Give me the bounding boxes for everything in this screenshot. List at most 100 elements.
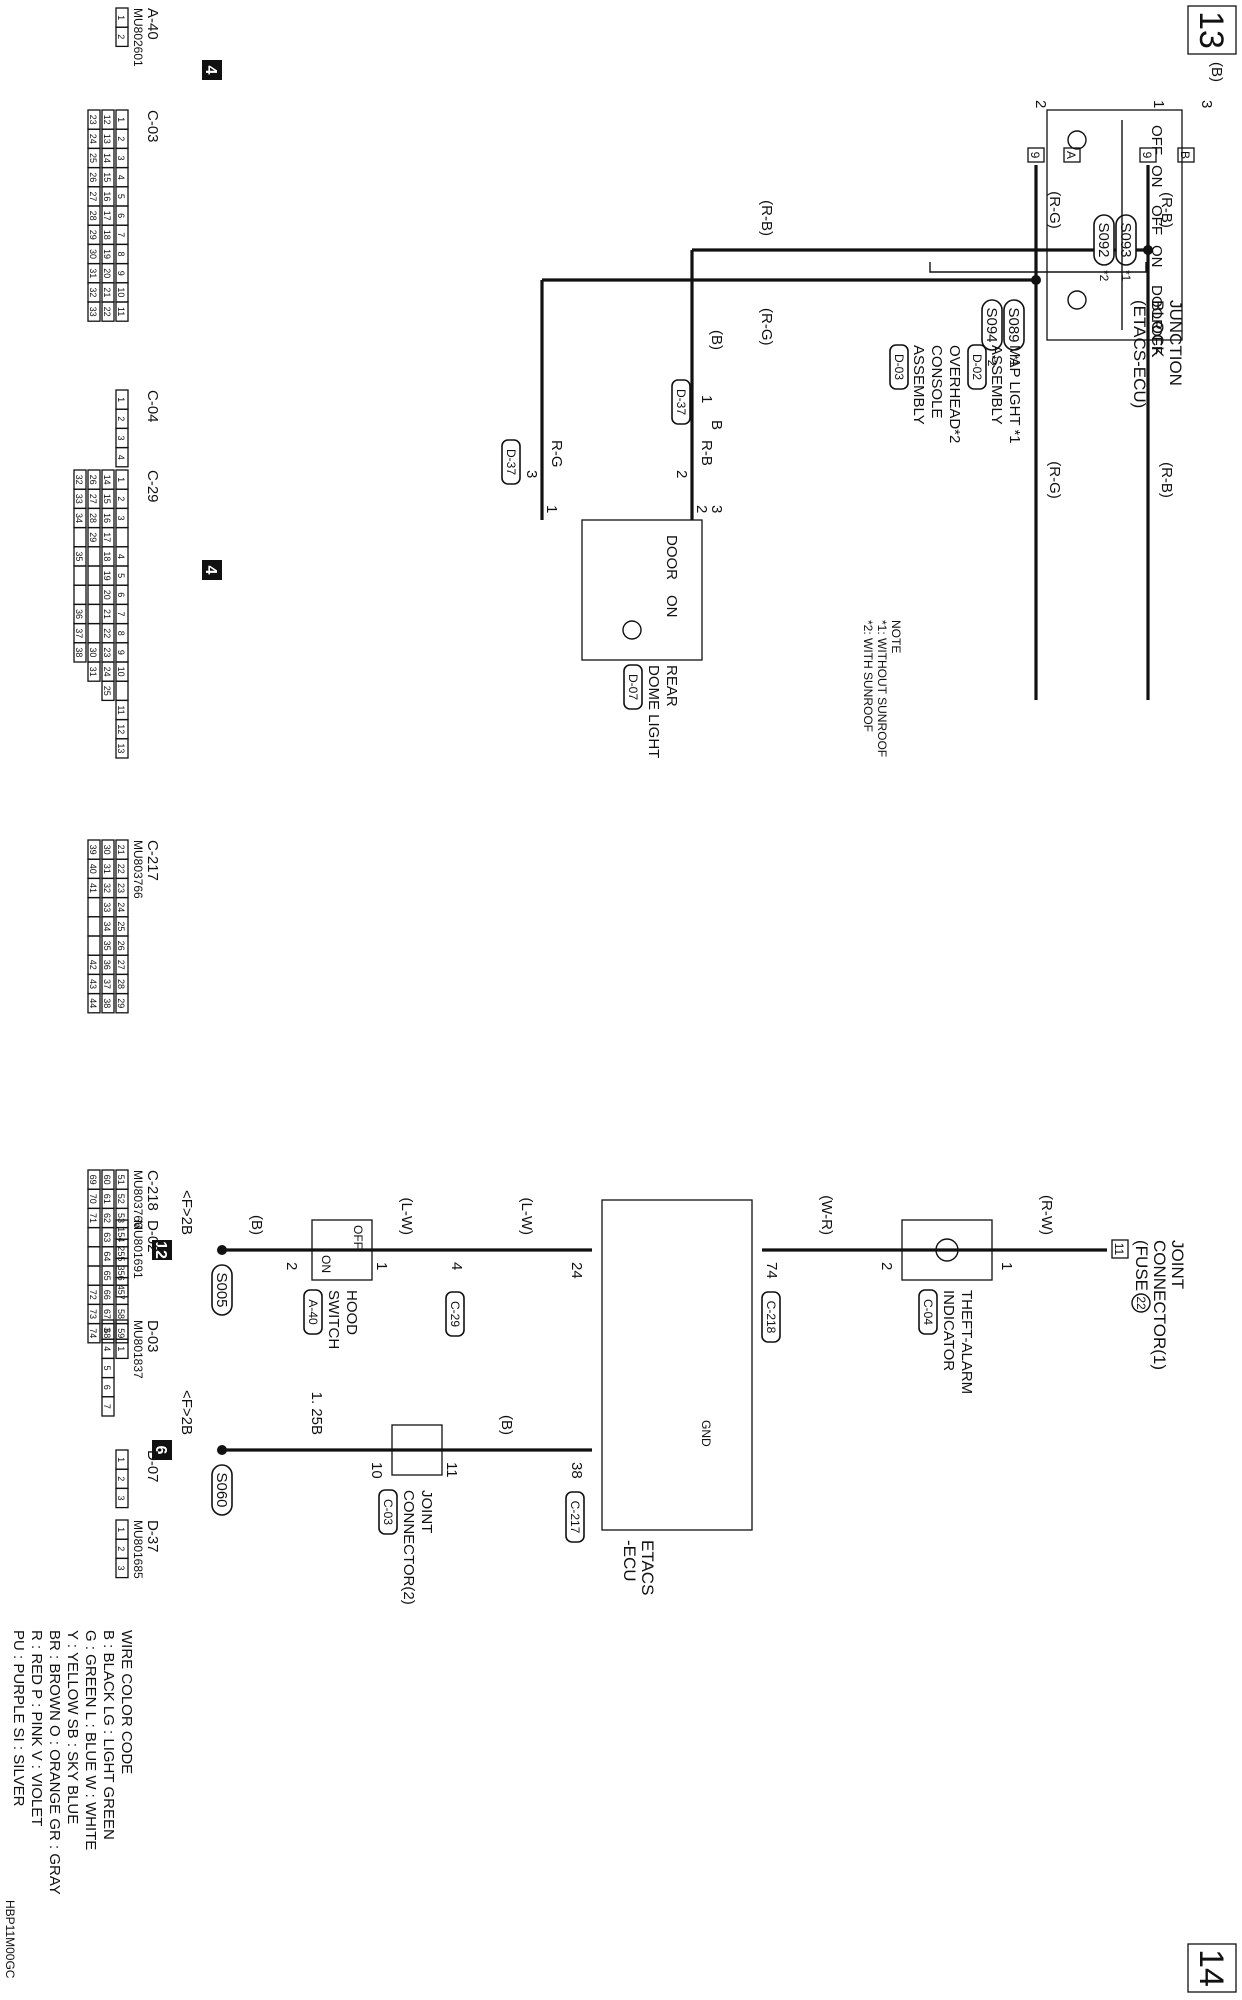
svg-text:ON: ON bbox=[319, 1255, 333, 1273]
splice-s060 bbox=[211, 1464, 233, 1516]
connector-view-c-217: C-217MU803766212223242526272829303132333… bbox=[87, 839, 161, 1014]
connector-pin-number: 25 bbox=[88, 153, 98, 163]
svg-text:NOTE: NOTE bbox=[889, 620, 903, 653]
connector-cell bbox=[87, 916, 101, 937]
connector-pin-number: 1 bbox=[116, 477, 126, 482]
svg-text:OFF: OFF bbox=[1148, 125, 1165, 155]
connector-cell bbox=[115, 26, 129, 48]
svg-text:D-37: D-37 bbox=[504, 449, 518, 475]
connector-pin-number: 13 bbox=[102, 134, 112, 144]
splice-s093-s092: S093 S092 *1 *2 bbox=[1093, 214, 1137, 282]
connector-pin-number: 36 bbox=[102, 960, 112, 970]
connector-cell bbox=[87, 584, 101, 606]
svg-text:S005: S005 bbox=[213, 1272, 230, 1307]
svg-text:<F>2B: <F>2B bbox=[178, 1190, 195, 1235]
connector-id-label: C-218 bbox=[144, 1170, 161, 1211]
svg-text:A-40: A-40 bbox=[306, 1299, 320, 1325]
connector-part-number: MU802601 bbox=[131, 8, 145, 67]
connector-id-label: C-217 bbox=[144, 840, 161, 881]
connector-pin-number: 7 bbox=[116, 232, 126, 237]
ground-12 bbox=[152, 1240, 172, 1260]
connector-pin-number: 6 bbox=[102, 1385, 112, 1390]
connector-pin-number: 23 bbox=[116, 883, 126, 893]
connector-pin-number: 37 bbox=[74, 628, 84, 638]
connector-pin-number: 19 bbox=[102, 249, 112, 259]
svg-text:A: A bbox=[1064, 151, 1078, 159]
connector-pin-number: 30 bbox=[88, 249, 98, 259]
svg-text:DOME LIGHT: DOME LIGHT bbox=[645, 665, 662, 758]
connector-pin-number: 27 bbox=[88, 191, 98, 201]
svg-text:1: 1 bbox=[698, 395, 715, 403]
svg-text:B: B bbox=[708, 420, 725, 430]
connector-cell bbox=[115, 992, 129, 1014]
rear-dome-light: DOOR ON REAR DOME LIGHT D-07 bbox=[581, 519, 703, 758]
connector-cell bbox=[87, 661, 101, 682]
connector-pin-number: 36 bbox=[74, 609, 84, 619]
svg-text:C-03: C-03 bbox=[381, 1499, 395, 1525]
connector-pin-number: 9 bbox=[116, 650, 126, 655]
svg-text:2: 2 bbox=[283, 1262, 300, 1270]
svg-text:ON: ON bbox=[1148, 245, 1165, 268]
svg-text:2: 2 bbox=[1032, 100, 1049, 108]
connector-pin-number: 62 bbox=[102, 1213, 112, 1223]
connector-pin-number: 26 bbox=[116, 941, 126, 951]
svg-text:R : RED P : PINK V : VIO: R : RED P : PINK V : VIOLET bbox=[28, 1630, 45, 1826]
connector-pin-number: 24 bbox=[88, 134, 98, 144]
connector-pin-number: 8 bbox=[116, 631, 126, 636]
svg-text:OFF: OFF bbox=[351, 1225, 365, 1249]
connector-pin-number: 10 bbox=[116, 287, 126, 297]
svg-text:12: 12 bbox=[152, 1241, 169, 1259]
connector-cell bbox=[87, 546, 101, 567]
svg-text:6: 6 bbox=[152, 1446, 169, 1455]
svg-text:CONNECTOR(2): CONNECTOR(2) bbox=[400, 1490, 417, 1605]
svg-text:(R-B): (R-B) bbox=[1158, 192, 1175, 228]
connector-id-label: D-03 bbox=[144, 1320, 161, 1353]
svg-text:OFF: OFF bbox=[1148, 325, 1165, 355]
svg-text:11: 11 bbox=[443, 1462, 460, 1478]
svg-text:13: 13 bbox=[1192, 11, 1230, 49]
svg-text:D-02: D-02 bbox=[970, 354, 984, 380]
connector-pin-number: 57 bbox=[116, 1290, 126, 1300]
connector-pin-number: 15 bbox=[102, 172, 112, 182]
joint-connector-1: JOINT CONNECTOR(1) (FUSE 22 11 bbox=[1111, 1239, 1187, 1370]
connector-pin-number: 38 bbox=[74, 647, 84, 657]
connector-pin-number: 22 bbox=[102, 628, 112, 638]
connector-pin-number: 73 bbox=[88, 1309, 98, 1319]
connector-pin-number: 51 bbox=[116, 1175, 126, 1185]
connector-pin-number: 72 bbox=[88, 1290, 98, 1300]
connector-cell bbox=[115, 1487, 129, 1509]
connector-id-label: C-03 bbox=[144, 110, 161, 143]
connector-part-number: MU801685 bbox=[131, 1520, 145, 1579]
connector-pin-number: 58 bbox=[116, 1309, 126, 1319]
svg-text:C-04: C-04 bbox=[921, 1299, 935, 1325]
connector-pin-number: 2 bbox=[116, 1476, 126, 1481]
connector-view-c-03: C-03123456789101112131415161718192021222… bbox=[87, 109, 161, 322]
svg-text:DOOR: DOOR bbox=[663, 535, 680, 580]
connector-pin-number: 32 bbox=[88, 287, 98, 297]
svg-text:(L-W): (L-W) bbox=[398, 1198, 415, 1236]
connector-pin-number: 31 bbox=[88, 667, 98, 677]
connector-pin-number: 66 bbox=[102, 1290, 112, 1300]
svg-text:(R-G): (R-G) bbox=[1046, 191, 1063, 229]
connector-pin-number: 18 bbox=[102, 551, 112, 561]
connector-cell bbox=[115, 1557, 129, 1579]
connector-pin-number: 21 bbox=[102, 287, 112, 297]
svg-text:S094: S094 bbox=[983, 307, 1000, 342]
connector-pin-number: 26 bbox=[88, 475, 98, 485]
connector-part-number: MU803766 bbox=[131, 1170, 145, 1229]
connector-pin-number: 20 bbox=[102, 268, 112, 278]
connector-pin-number: 52 bbox=[116, 1194, 126, 1204]
svg-text:74: 74 bbox=[763, 1262, 780, 1279]
connector-pin-number: 2 bbox=[116, 416, 126, 421]
connector-pin-number: 12 bbox=[116, 724, 126, 734]
svg-text:REAR: REAR bbox=[663, 665, 680, 707]
connector-pin-number: 44 bbox=[88, 998, 98, 1008]
wire-color-code: WIRE COLOR CODE B : BLACK LG : LIGHT GRE… bbox=[10, 1630, 135, 1895]
connector-pin-number: 53 bbox=[116, 1213, 126, 1223]
connector-pin-number: 16 bbox=[102, 513, 112, 523]
